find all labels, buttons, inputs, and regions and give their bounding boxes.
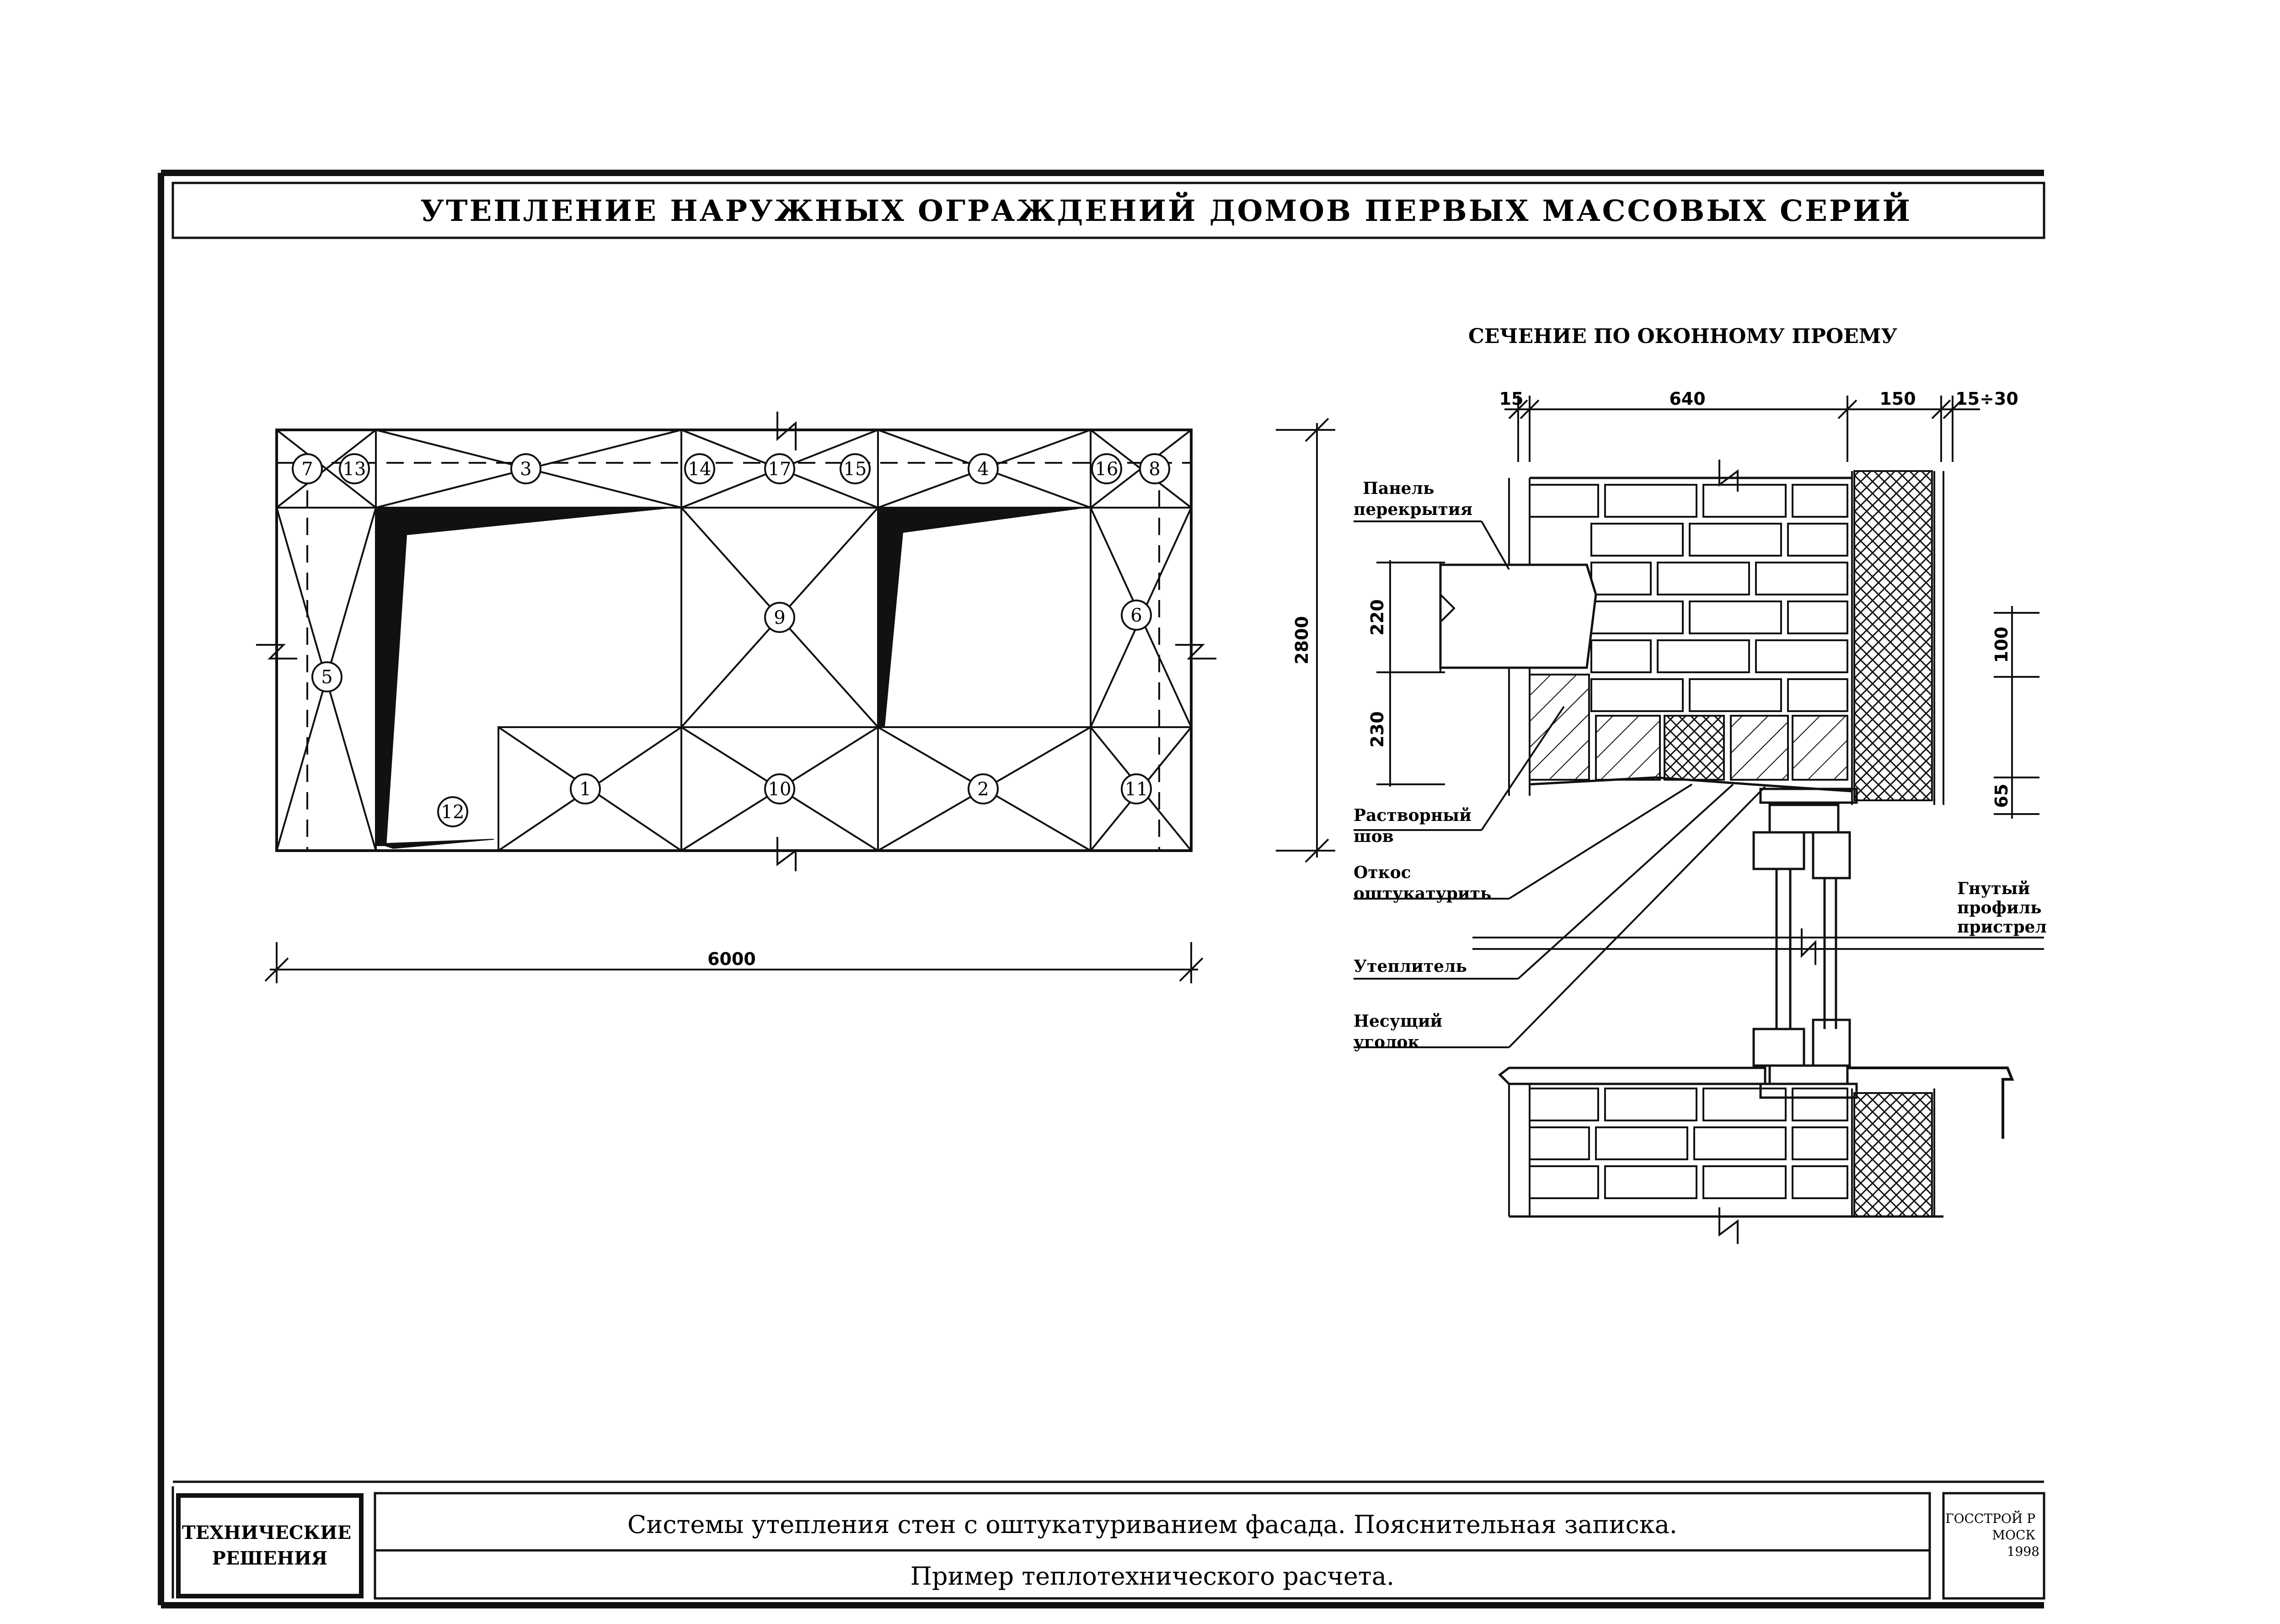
label-mortar-joint: Растворный шов [1354, 806, 1477, 846]
facade-node-label: 8 [1149, 459, 1160, 480]
facade-node-7: 7 [292, 453, 323, 484]
facade-panel-drawing [256, 412, 1216, 871]
facade-node-5: 5 [311, 661, 343, 692]
window-frame [1752, 788, 1858, 1099]
break-right [1175, 644, 1216, 659]
sill-wedge [379, 839, 494, 849]
footer-title-line-1: Системы утепления стен с оштукатуривание… [627, 1510, 1677, 1539]
facade-node-label: 13 [343, 459, 366, 480]
facade-node-10: 10 [764, 773, 795, 804]
facade-node-label: 1 [579, 779, 591, 800]
label-bearing-angle: Несущий уголок [1354, 1012, 1448, 1052]
facade-height-dimension: 2800 [1292, 616, 1312, 665]
upper-brickwork [1529, 484, 1848, 712]
facade-node-label: 10 [768, 779, 792, 800]
window-right-shadow [878, 508, 1088, 727]
stamp-technical-solutions: ТЕХНИЧЕСКИЕ РЕШЕНИЯ [182, 1522, 358, 1569]
label-bent-profile: Гнутый профиль пристрел [1957, 879, 2047, 937]
facade-node-label: 17 [768, 459, 792, 480]
leader-lines [1354, 520, 1766, 1048]
facade-dimensions [264, 418, 1335, 983]
facade-node-1: 1 [570, 773, 601, 804]
section-dim-chain [1504, 396, 1980, 462]
section-dim-100: 100 [1991, 627, 2012, 663]
window-section-drawing [1354, 396, 2044, 1244]
facade-node-label: 2 [977, 779, 989, 800]
facade-node-label: 16 [1095, 459, 1119, 480]
lintel-hatched-left [1529, 674, 1590, 781]
facade-node-12: 12 [437, 796, 468, 827]
facade-node-9: 9 [764, 602, 795, 633]
insulation-upper [1853, 470, 1933, 801]
facade-node-label: 4 [977, 459, 989, 480]
facade-width-dimension: 6000 [707, 949, 756, 969]
facade-node-label: 12 [441, 802, 465, 823]
lintel-hatched [1595, 715, 1661, 781]
label-reveal-plaster: Откос оштукатурить [1354, 863, 1491, 903]
section-dim-15: 15 [1499, 389, 1524, 409]
section-dim-65: 65 [1991, 784, 2012, 808]
facade-node-11: 11 [1121, 773, 1152, 804]
section-dim-150: 150 [1879, 389, 1916, 409]
section-dim-220: 220 [1367, 599, 1387, 635]
facade-node-14: 14 [684, 453, 715, 484]
facade-node-16: 16 [1091, 453, 1122, 484]
facade-node-label: 14 [688, 459, 712, 480]
facade-node-label: 9 [774, 607, 785, 628]
lintel-crosshatch [1664, 715, 1725, 781]
section-dim-640: 640 [1669, 389, 1705, 409]
facade-node-markers: 7 13 3 14 17 15 4 16 8 5 9 6 1 10 2 11 12 [292, 453, 1170, 827]
facade-node-6: 6 [1121, 600, 1152, 631]
facade-node-label: 11 [1125, 779, 1148, 800]
facade-node-8: 8 [1139, 453, 1170, 484]
drip-flashing [1847, 1067, 2014, 1139]
break-top [776, 412, 797, 450]
facade-node-2: 2 [968, 773, 999, 804]
footer-title-line-2: Пример теплотехнического расчета. [910, 1562, 1394, 1591]
facade-node-label: 7 [301, 459, 313, 480]
title-block [176, 1492, 2045, 1600]
break-left [256, 644, 297, 659]
section-dim-15-30: 15÷30 [1955, 389, 2018, 409]
facade-node-17: 17 [764, 453, 795, 484]
facade-node-15: 15 [840, 453, 871, 484]
window-sill [1498, 1067, 1766, 1085]
floor-slab [1439, 563, 1597, 669]
facade-node-label: 5 [321, 667, 332, 688]
section-dim-230: 230 [1367, 711, 1387, 747]
facade-node-label: 3 [520, 459, 531, 480]
sheet-title: УТЕПЛЕНИЕ НАРУЖНЫХ ОГРАЖДЕНИЙ ДОМОВ ПЕРВ… [420, 192, 1912, 228]
panel-outline [275, 429, 1193, 852]
label-insulation: Утеплитель [1354, 957, 1467, 976]
sheet-frame [158, 170, 2045, 1608]
window-left-shadow [376, 508, 677, 846]
facade-node-13: 13 [339, 453, 370, 484]
section-title: СЕЧЕНИЕ ПО ОКОННОМУ ПРОЕМУ [1468, 325, 1898, 348]
facade-node-3: 3 [510, 453, 541, 484]
break-bottom [776, 837, 797, 871]
org-stamp: ГОССТРОЙ Р МОСК 1998 [1945, 1511, 2039, 1559]
insulation-lower [1853, 1092, 1933, 1217]
facade-node-label: 6 [1130, 605, 1142, 626]
lower-brickwork [1529, 1088, 1848, 1199]
facade-node-4: 4 [968, 453, 999, 484]
label-floor-panel: Панель перекрытия [1354, 479, 1472, 519]
facade-node-label: 15 [844, 459, 867, 480]
